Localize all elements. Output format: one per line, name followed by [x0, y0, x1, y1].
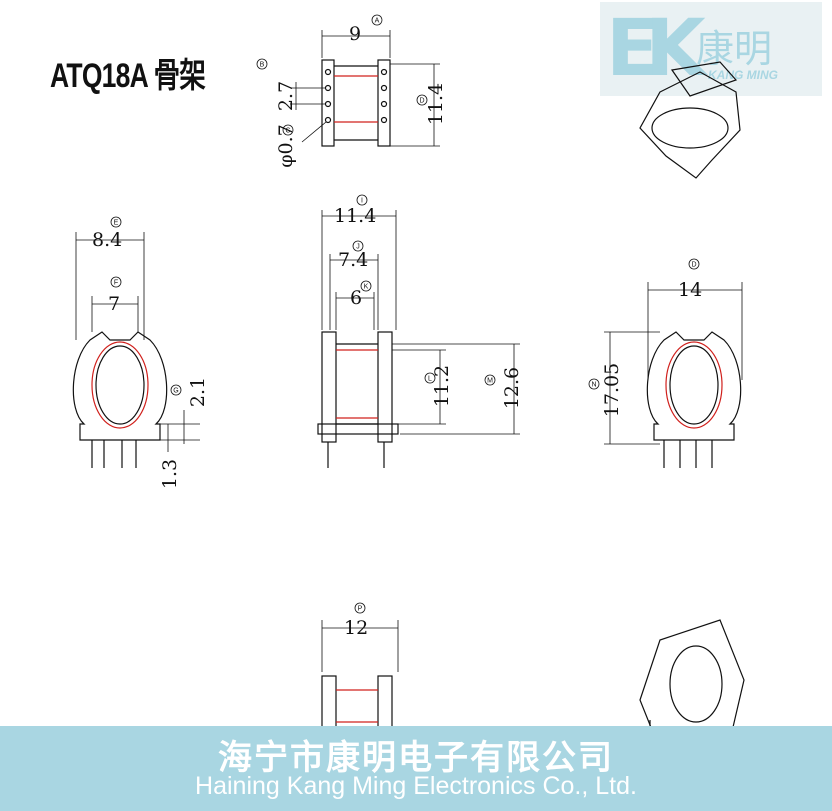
tag-o: D	[691, 262, 696, 269]
tag-i: I	[361, 198, 363, 205]
dim-n: 17.05	[601, 363, 623, 417]
tag-d: D	[419, 98, 424, 105]
tag-b: B	[260, 62, 265, 69]
tag-c: C	[285, 128, 290, 135]
dim-l: 11.2	[431, 365, 453, 407]
company-name-cn: 海宁市康明电子有限公司	[218, 738, 614, 778]
tag-l: L	[428, 376, 432, 383]
drawing-title: ATQ18A 骨架	[50, 57, 206, 95]
company-logo: EK 康明 KANG MING	[600, 2, 822, 100]
tag-n: N	[591, 382, 596, 389]
dim-o: 14	[678, 279, 702, 301]
company-name-en: Haining Kang Ming Electronics Co., Ltd.	[195, 772, 637, 800]
dim-p: 12	[344, 617, 368, 639]
dim-h: 1.3	[159, 459, 181, 489]
dim-e: 8.4	[92, 229, 122, 251]
dim-m: 12.6	[501, 367, 523, 409]
logo-background	[600, 2, 822, 96]
dim-i: 11.4	[334, 205, 376, 227]
tag-j: J	[356, 244, 360, 251]
logo-name-en: KANG MING	[708, 68, 778, 82]
dim-d: 11.4	[425, 83, 447, 125]
dim-j: 7.4	[338, 249, 368, 271]
front-view	[317, 210, 520, 468]
company-banner: 海宁市康明电子有限公司 Haining Kang Ming Electronic…	[0, 726, 832, 811]
tag-k: K	[364, 284, 369, 291]
dim-k: 6	[350, 287, 362, 309]
logo-letters: EK	[606, 4, 706, 94]
tag-m: M	[487, 378, 493, 385]
left-end-view	[72, 232, 200, 468]
top-view	[290, 30, 440, 147]
dim-g: 2.1	[187, 377, 209, 407]
tag-p: P	[358, 606, 363, 613]
tag-e: E	[114, 220, 119, 227]
dim-c: φ0.7	[275, 124, 297, 168]
dim-f: 7	[108, 293, 120, 315]
dim-b: 2.7	[275, 81, 297, 111]
tag-f: F	[114, 280, 118, 287]
tag-a: A	[375, 18, 380, 25]
tag-g: G	[173, 388, 178, 395]
right-end-view	[604, 282, 743, 468]
dim-a: 9	[349, 23, 361, 45]
isometric-view-top	[639, 61, 741, 179]
